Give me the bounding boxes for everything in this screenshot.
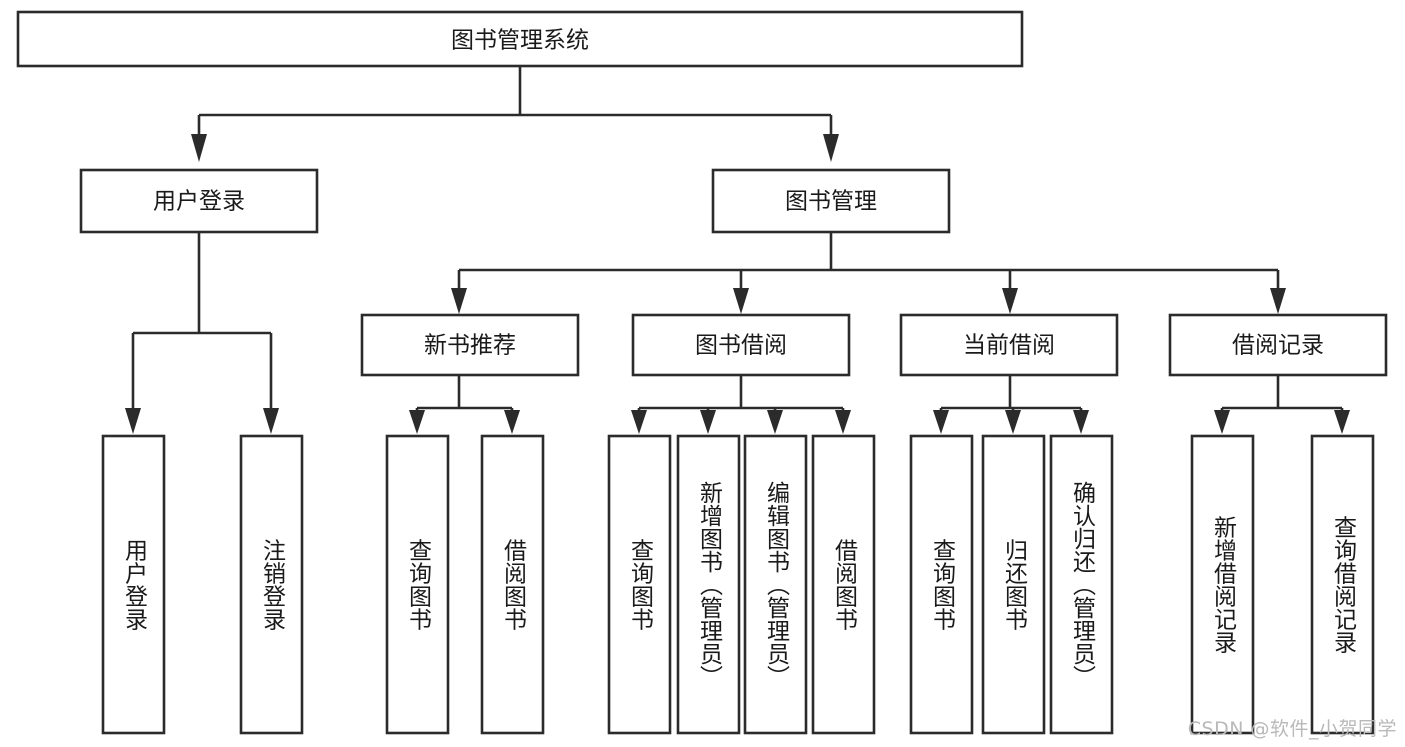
leaf-current-borrow-return-label: 归还图书 xyxy=(1001,538,1029,630)
node-book-borrow-box xyxy=(631,313,851,377)
node-book-management-label: 图书管理 xyxy=(785,189,877,215)
node-root-box xyxy=(16,10,1024,68)
arrow-head-leaf-book-borrow-3 xyxy=(767,410,783,434)
node-new-book-recommend[interactable]: 新书推荐 xyxy=(360,313,580,377)
node-borrow-record-box xyxy=(1168,313,1388,377)
leaf-book-borrow-edit-label: 编辑图书（管理员） xyxy=(763,481,791,688)
node-current-borrow-label: 当前借阅 xyxy=(963,333,1055,359)
arrow-head-book-borrow xyxy=(733,288,749,314)
leaf-node-book-borrow-add[interactable]: 新增图书（管理员） xyxy=(676,434,741,735)
leaf-current-borrow-return-box xyxy=(981,434,1046,735)
leaf-user-login-login-label: 用户登录 xyxy=(121,538,149,630)
leaf-new-book-query-box xyxy=(385,434,450,735)
leaf-new-book-borrow-label: 借阅图书 xyxy=(500,538,528,630)
connector-group-book-mgmt xyxy=(451,232,1286,314)
node-book-borrow-label: 图书借阅 xyxy=(695,333,787,359)
connector-group-borrow-record xyxy=(1214,375,1350,434)
leaf-book-borrow-add-label: 新增图书（管理员） xyxy=(696,481,724,688)
node-current-borrow[interactable]: 当前借阅 xyxy=(899,313,1119,377)
leaf-node-book-borrow-borrow[interactable]: 借阅图书 xyxy=(811,434,876,735)
connector-group-root xyxy=(191,66,839,162)
arrow-head-borrow-record xyxy=(1270,288,1286,314)
arrow-head-leaf-book-borrow-2 xyxy=(700,410,716,434)
node-new-book-recommend-label: 新书推荐 xyxy=(424,333,516,359)
leaf-book-borrow-edit-box xyxy=(743,434,808,735)
node-root-label: 图书管理系统 xyxy=(451,28,589,54)
node-book-management-box xyxy=(711,168,951,234)
node-new-book-recommend-box xyxy=(360,313,580,377)
leaf-current-borrow-confirm-label: 确认归还（管理员） xyxy=(1069,481,1097,688)
node-borrow-record-label: 借阅记录 xyxy=(1232,333,1324,359)
leaf-user-login-logout-label: 注销登录 xyxy=(259,538,287,630)
arrow-head-leaf-current-borrow-3 xyxy=(1073,410,1089,434)
leaf-borrow-record-query-box xyxy=(1310,434,1375,735)
leaf-book-borrow-borrow-label: 借阅图书 xyxy=(831,538,859,630)
leaf-node-borrow-record-add[interactable]: 新增借阅记录 xyxy=(1190,434,1255,735)
connector-group-new-book-recommend xyxy=(409,375,520,434)
leaf-current-borrow-query-box xyxy=(909,434,974,735)
leaf-node-book-borrow-query[interactable]: 查询图书 xyxy=(607,434,672,735)
arrow-head-new-book-recommend xyxy=(451,288,467,314)
arrow-head-leaf-book-borrow-4 xyxy=(835,410,851,434)
leaf-book-borrow-query-box xyxy=(607,434,672,735)
leaf-node-current-borrow-confirm[interactable]: 确认归还（管理员） xyxy=(1049,434,1114,735)
connector-group-book-borrow xyxy=(631,375,851,434)
leaf-borrow-record-add-label: 新增借阅记录 xyxy=(1210,515,1238,653)
leaf-current-borrow-confirm-box xyxy=(1049,434,1114,735)
node-user-login[interactable]: 用户登录 xyxy=(79,168,319,234)
leaf-node-borrow-record-query[interactable]: 查询借阅记录 xyxy=(1310,434,1375,735)
leaf-node-user-login-login[interactable]: 用户登录 xyxy=(101,434,166,735)
node-root-book-management-system[interactable]: 图书管理系统 xyxy=(16,10,1024,68)
node-user-login-label: 用户登录 xyxy=(153,189,245,215)
leaf-borrow-record-query-label: 查询借阅记录 xyxy=(1330,515,1358,653)
leaf-node-new-book-borrow[interactable]: 借阅图书 xyxy=(480,434,545,735)
leaf-current-borrow-query-label: 查询图书 xyxy=(929,538,957,630)
leaf-book-borrow-query-label: 查询图书 xyxy=(627,538,655,630)
node-user-login-box xyxy=(79,168,319,234)
arrow-head-leaf-new-book-2 xyxy=(504,410,520,434)
leaf-book-borrow-add-box xyxy=(676,434,741,735)
node-book-management[interactable]: 图书管理 xyxy=(711,168,951,234)
connector-group-current-borrow xyxy=(933,375,1089,434)
arrow-head-leaf-current-borrow-2 xyxy=(1005,410,1021,434)
arrow-head-leaf-book-borrow-1 xyxy=(631,410,647,434)
leaf-new-book-query-label: 查询图书 xyxy=(405,538,433,630)
node-current-borrow-box xyxy=(899,313,1119,377)
leaf-new-book-borrow-box xyxy=(480,434,545,735)
arrow-head-leaf-borrow-record-2 xyxy=(1334,410,1350,434)
node-book-borrow[interactable]: 图书借阅 xyxy=(631,313,851,377)
leaf-node-book-borrow-edit[interactable]: 编辑图书（管理员） xyxy=(743,434,808,735)
arrow-head-leaf-current-borrow-1 xyxy=(933,410,949,434)
arrow-head-current-borrow xyxy=(1002,288,1018,314)
arrow-head-leaf-borrow-record-1 xyxy=(1214,410,1230,434)
arrow-head-leaf-user-login-2 xyxy=(263,408,279,434)
arrow-head-user-login xyxy=(191,134,207,162)
node-borrow-record[interactable]: 借阅记录 xyxy=(1168,313,1388,377)
leaf-user-login-logout-box xyxy=(239,434,304,735)
leaf-node-current-borrow-query[interactable]: 查询图书 xyxy=(909,434,974,735)
leaf-user-login-login-box xyxy=(101,434,166,735)
leaf-node-current-borrow-return[interactable]: 归还图书 xyxy=(981,434,1046,735)
arrow-head-leaf-user-login-1 xyxy=(125,408,141,434)
connector-group-user-login xyxy=(125,232,279,434)
leaf-node-user-login-logout[interactable]: 注销登录 xyxy=(239,434,304,735)
leaf-book-borrow-borrow-box xyxy=(811,434,876,735)
leaf-borrow-record-add-box xyxy=(1190,434,1255,735)
arrow-head-book-mgmt xyxy=(823,134,839,162)
leaf-node-new-book-query[interactable]: 查询图书 xyxy=(385,434,450,735)
arrow-head-leaf-new-book-1 xyxy=(409,410,425,434)
